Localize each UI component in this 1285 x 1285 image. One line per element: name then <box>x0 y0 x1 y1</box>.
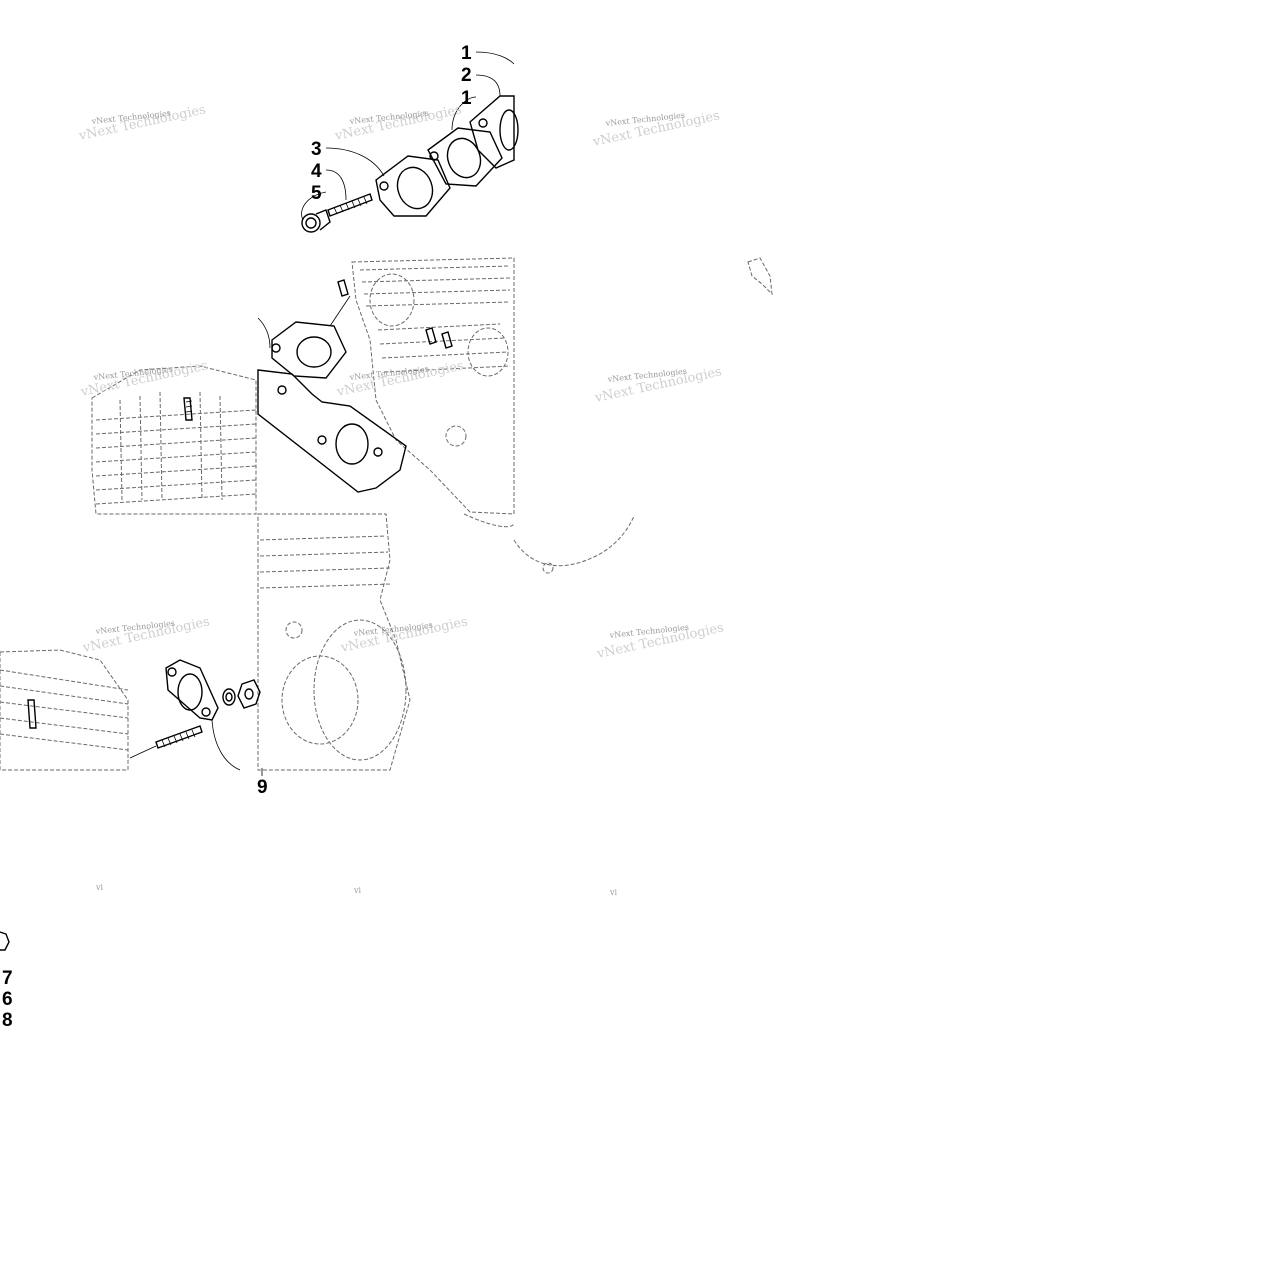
block-stud-c <box>441 331 453 349</box>
flange-plate-port <box>396 166 434 210</box>
leader-5 <box>301 191 327 221</box>
callout-8: 8 <box>2 1010 13 1031</box>
flange-plate <box>375 155 451 217</box>
cyl-head-left-outline <box>91 365 257 515</box>
callout-7: 7 <box>2 968 13 989</box>
engine-port-lower <box>467 327 509 377</box>
flange-nut <box>301 209 331 233</box>
callout-2: 2 <box>461 65 472 86</box>
large-gasket-port <box>335 423 369 465</box>
large-gasket <box>257 369 407 493</box>
leader-4 <box>325 169 347 201</box>
callout-9: 9 <box>257 777 268 798</box>
engine-cylinder-fins <box>359 265 511 373</box>
leader-3 <box>325 147 385 177</box>
leader-9-arc <box>211 719 241 771</box>
lower-washer-inner <box>225 692 233 702</box>
large-gasket-hole-b <box>317 435 327 445</box>
exhaust-gasket-small <box>165 659 219 721</box>
cyl-head-left-fins <box>95 409 257 505</box>
exhaust-gasket-small-hole-b <box>201 707 211 717</box>
engine-crankcase-curve <box>463 513 515 528</box>
callout-3: 3 <box>311 139 322 160</box>
cyl-head-lower-outline <box>0 649 129 771</box>
lower-nut <box>237 679 261 709</box>
fragment-nut-bottom-left <box>0 931 10 951</box>
exhaust-gasket-small-hole-a <box>167 667 177 677</box>
gasket-outer-port <box>499 109 519 151</box>
small-flange <box>271 321 347 379</box>
gasket-outer-hole <box>478 118 488 128</box>
callout-6: 6 <box>2 989 13 1010</box>
lower-nut-hole <box>244 688 254 700</box>
lower-flywheel <box>313 619 407 761</box>
watermarks: vNext Technologies vNext Technologies vN… <box>77 102 725 897</box>
small-flange-port <box>296 336 332 368</box>
callout-4: 4 <box>311 161 322 182</box>
lower-bolt <box>285 621 303 639</box>
flange-plate-hole <box>379 181 389 191</box>
engine-block-outline <box>351 257 515 515</box>
small-flange-hole <box>271 343 281 353</box>
cyl-head-lower-stud <box>27 699 37 729</box>
large-gasket-hole-a <box>277 385 287 395</box>
callout-1b: 1 <box>461 88 472 109</box>
gasket-leader-arc <box>257 317 271 349</box>
lower-port <box>281 655 359 745</box>
tile-lower-exhaust-mount: 9 <box>0 513 411 798</box>
block-stud-b <box>425 327 437 345</box>
lower-stud <box>129 725 203 759</box>
cyl-head-left-stud <box>183 397 193 421</box>
watermark-short: vi <box>353 886 362 895</box>
leader-1a <box>475 51 515 65</box>
tile-engine-block-gasket <box>257 257 515 528</box>
callout-1a: 1 <box>461 43 472 64</box>
watermark-short: vi <box>95 883 104 892</box>
engine-boss <box>445 425 467 447</box>
exhaust-gasket-small-port <box>177 673 203 711</box>
block-stud-a <box>337 279 349 297</box>
large-gasket-hole-c <box>373 447 383 457</box>
lower-block-fins <box>259 535 393 589</box>
gasket-outer <box>469 95 515 169</box>
tile-flange-gasket-stack: 1 2 1 3 4 5 <box>301 43 519 233</box>
stud-line <box>329 295 351 327</box>
callout-5: 5 <box>311 183 322 204</box>
gasket-middle-port <box>446 137 482 179</box>
fragment-top-right <box>747 257 773 296</box>
stud <box>327 193 373 217</box>
fragment-crankcase-edge <box>513 515 635 567</box>
tile-cylinder-head-left <box>91 365 257 515</box>
leader-2 <box>475 74 501 97</box>
fragments <box>0 257 773 951</box>
fragment-bolt <box>542 562 554 574</box>
gasket-middle <box>427 127 503 187</box>
watermark-short: vi <box>609 888 618 897</box>
lower-block-outline <box>257 513 411 771</box>
lower-washer <box>222 688 236 706</box>
engine-port-upper <box>369 273 415 327</box>
leader-1b <box>451 96 477 131</box>
